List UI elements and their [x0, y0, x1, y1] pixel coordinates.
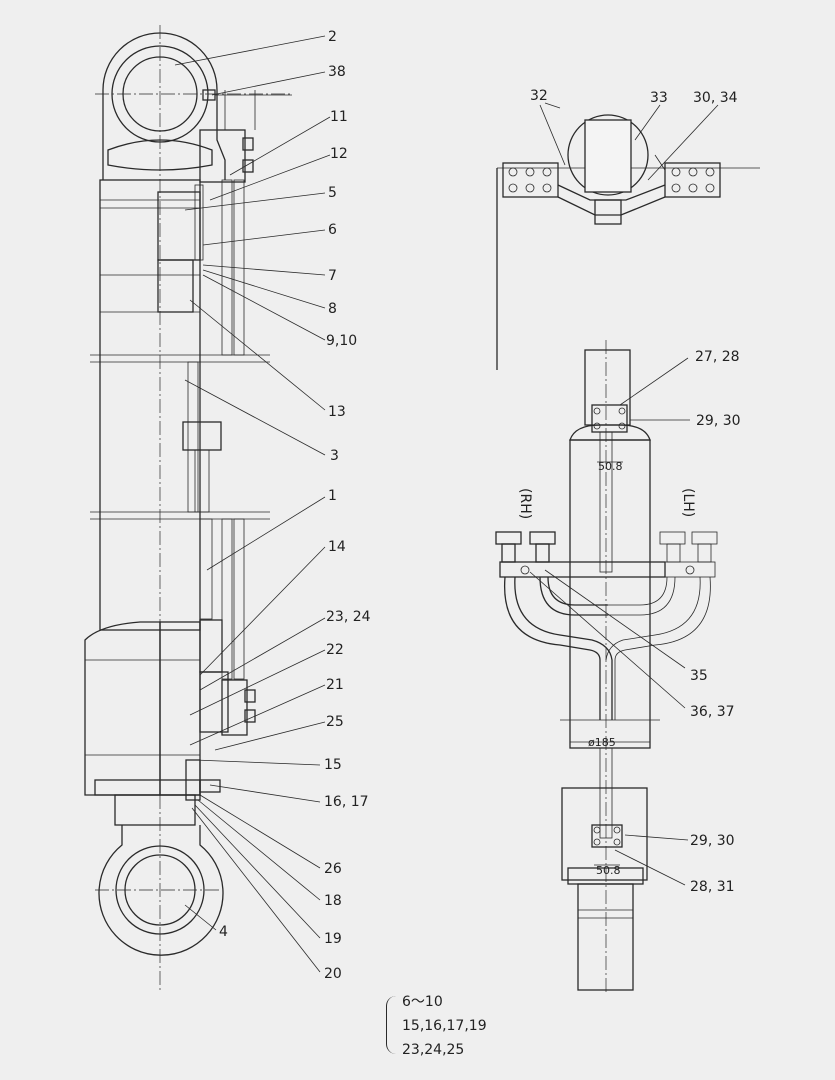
callout-14: 14: [328, 539, 346, 555]
callout-11: 11: [330, 109, 348, 125]
callout-5: 5: [328, 185, 337, 201]
clamp-detail-view: [496, 102, 760, 370]
rh-label: (RH): [517, 488, 533, 519]
dim-top: 50.8: [598, 460, 623, 473]
callout-2: 2: [328, 29, 337, 45]
callout-35: 35: [690, 668, 708, 684]
callout-4: 4: [219, 924, 228, 940]
callout-9-10: 9,10: [326, 333, 357, 349]
callout-23-24: 23, 24: [326, 609, 371, 625]
callout-38: 38: [328, 64, 346, 80]
piping-front-view: [495, 340, 718, 995]
note-line-2: 15,16,17,19: [402, 1018, 487, 1034]
callout-28-31: 28, 31: [690, 879, 735, 895]
note-line-1: 6～10: [402, 994, 443, 1010]
callout-30-34: 30, 34: [693, 90, 738, 106]
callout-16-17: 16, 17: [324, 794, 369, 810]
callout-12: 12: [330, 146, 348, 162]
callout-8: 8: [328, 301, 337, 317]
dim-bottom: 50.8: [596, 864, 621, 877]
right-callout-labels: 27, 28 29, 30 35 36, 37 29, 30 28, 31: [690, 349, 741, 895]
callout-22: 22: [326, 642, 344, 658]
note-line-3: 23,24,25: [402, 1042, 465, 1058]
side-labels: (RH) (LH): [517, 488, 696, 519]
top-right-callout-labels: 32 33 30, 34: [530, 88, 738, 106]
left-callout-labels: 2 38 11 12 5 6 7 8 9,10 13 3 1 14 23, 24…: [219, 29, 371, 982]
dimension-labels: 50.8 ø185 50.8: [588, 460, 623, 877]
callout-6: 6: [328, 222, 337, 238]
lh-label: (LH): [680, 488, 696, 517]
callout-36-37: 36, 37: [690, 704, 735, 720]
dim-diameter: ø185: [588, 736, 616, 749]
callout-25: 25: [326, 714, 344, 730]
callout-20: 20: [324, 966, 342, 982]
callout-21: 21: [326, 677, 344, 693]
callout-18: 18: [324, 893, 342, 909]
note-brace: [386, 996, 397, 1054]
callout-13: 13: [328, 404, 346, 420]
callout-26: 26: [324, 861, 342, 877]
callout-29-30-bottom: 29, 30: [690, 833, 735, 849]
callout-32: 32: [530, 88, 548, 104]
callout-3: 3: [330, 448, 339, 464]
callout-27-28: 27, 28: [695, 349, 740, 365]
callout-19: 19: [324, 931, 342, 947]
callout-29-30-top: 29, 30: [696, 413, 741, 429]
callout-7: 7: [328, 268, 337, 284]
callout-33: 33: [650, 90, 668, 106]
parts-note: 6～10 15,16,17,19 23,24,25: [402, 990, 487, 1062]
callout-15: 15: [324, 757, 342, 773]
cylinder-side-view: [84, 25, 331, 990]
callout-1: 1: [328, 488, 337, 504]
